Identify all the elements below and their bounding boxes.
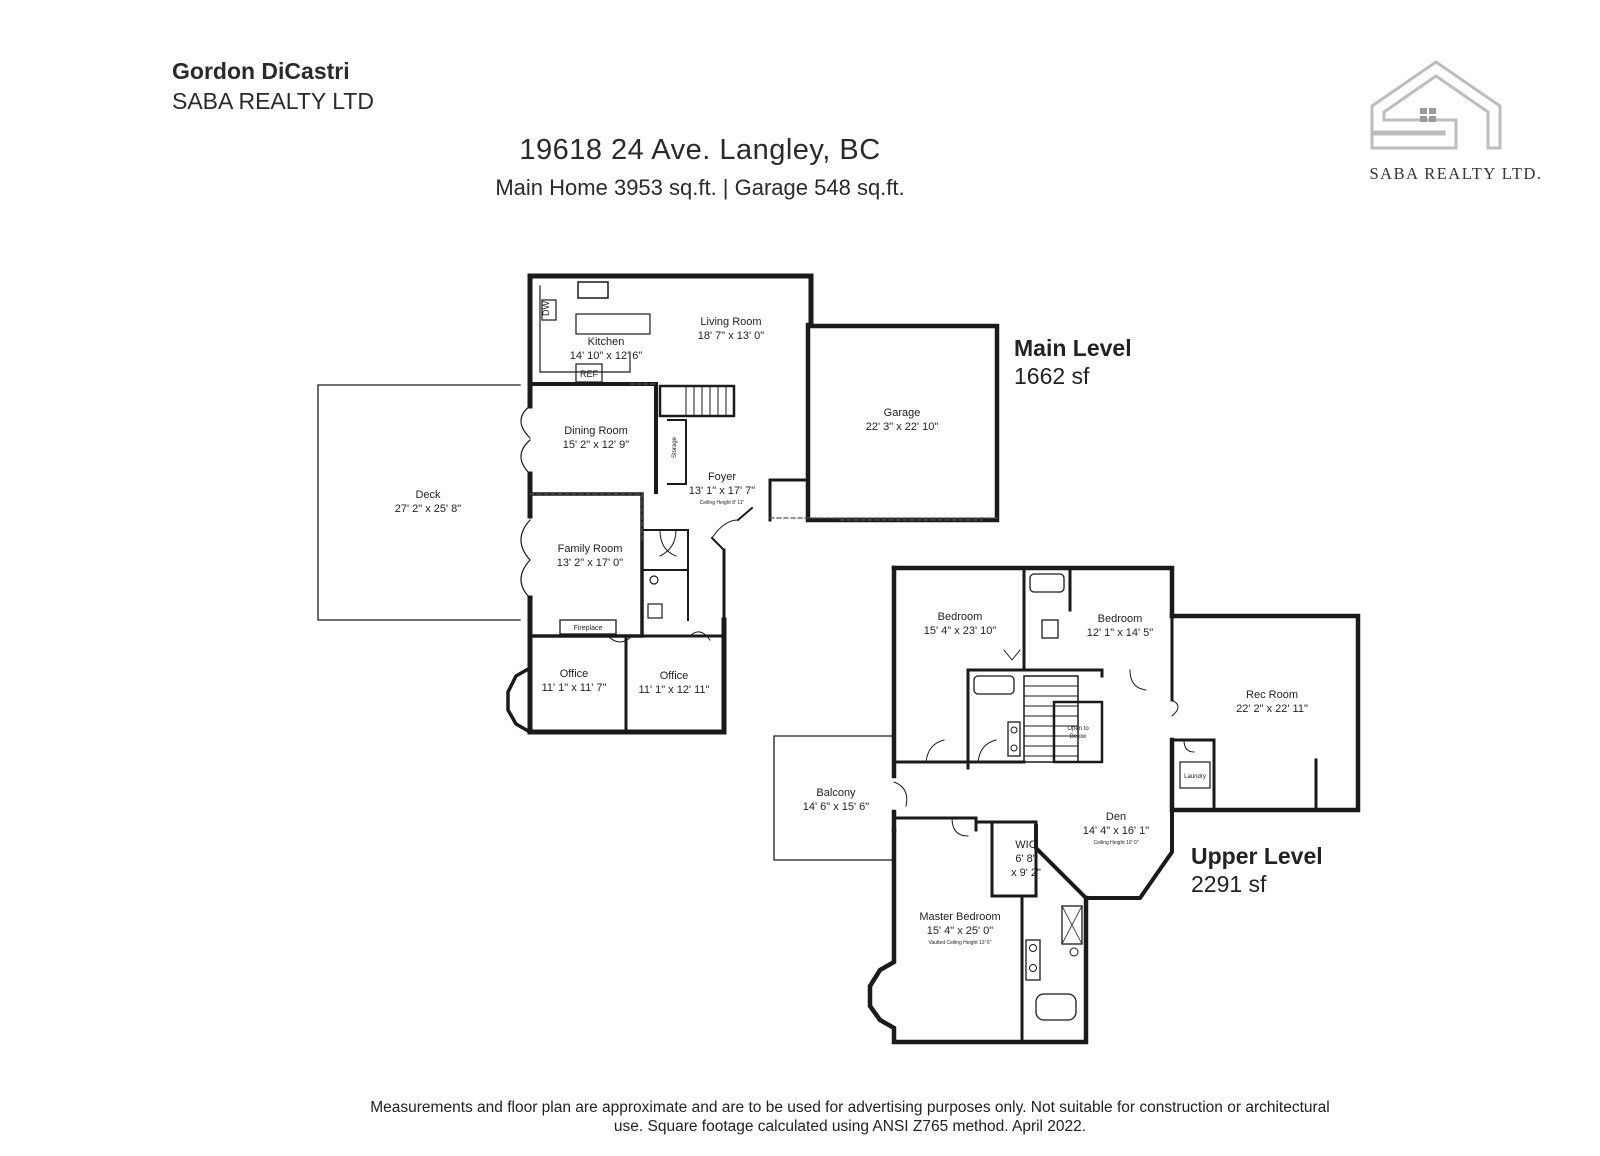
- room-wic-dims2: x 9' 2": [1011, 867, 1041, 879]
- upper-level-plan: [773, 565, 1361, 1045]
- upper-level-label: Upper Level: [1191, 843, 1323, 869]
- room-rec-name: Rec Room: [1246, 689, 1298, 701]
- room-dining-name: Dining Room: [564, 425, 628, 437]
- house-logo-icon: [1370, 60, 1502, 150]
- room-foyer-dims: 13' 1" x 17' 7": [689, 485, 756, 497]
- room-den-name: Den: [1106, 811, 1126, 823]
- room-master-name: Master Bedroom: [919, 911, 1000, 923]
- fireplace-label: Fireplace: [574, 625, 603, 632]
- main-level-label: Main Level: [1014, 335, 1132, 361]
- laundry-label: Laundry: [1184, 774, 1206, 780]
- disclaimer-line-1: Measurements and floor plan are approxim…: [370, 1099, 1330, 1116]
- open-to-below-label-2: Below: [1070, 734, 1087, 740]
- agency-name: SABA REALTY LTD: [172, 88, 374, 114]
- logo-text: SABA REALTY LTD.: [1369, 164, 1543, 183]
- dishwasher-label: DW: [541, 301, 551, 316]
- room-office1-dims: 11' 1" x 11' 7": [542, 682, 607, 694]
- room-bedroom2-name: Bedroom: [1098, 613, 1143, 625]
- room-kitchen-name: Kitchen: [588, 336, 625, 348]
- room-office2-name: Office: [660, 670, 689, 682]
- room-den-dims: 14' 4" x 16' 1": [1083, 825, 1150, 837]
- room-balcony-dims: 14' 6" x 15' 6": [803, 801, 870, 813]
- disclaimer: Measurements and floor plan are approxim…: [320, 1098, 1380, 1136]
- main-level-plan: [317, 273, 1000, 735]
- room-office1-name: Office: [560, 668, 589, 680]
- room-family-dims: 13' 2" x 17' 0": [557, 557, 624, 569]
- room-bedroom1-name: Bedroom: [938, 611, 983, 623]
- open-to-below-label: Open to: [1067, 726, 1089, 732]
- room-family-name: Family Room: [558, 543, 623, 555]
- room-garage-name: Garage: [884, 407, 921, 419]
- room-master-note: Vaulted Ceiling Height 13' 6": [929, 940, 992, 946]
- main-level-area: 1662 sf: [1014, 363, 1090, 389]
- refrigerator-label: REF: [580, 369, 599, 379]
- deck-outline: [317, 384, 521, 621]
- property-address: 19618 24 Ave. Langley, BC: [519, 134, 881, 166]
- room-bedroom2-dims: 12' 1" x 14' 5": [1087, 627, 1154, 639]
- room-wic-name: WIC: [1015, 839, 1036, 851]
- room-deck-dims: 27' 2" x 25' 8": [395, 503, 462, 515]
- room-master-dims: 15' 4" x 25' 0": [927, 925, 994, 937]
- room-rec-dims: 22' 2" x 22' 11": [1236, 703, 1308, 715]
- room-garage-dims: 22' 3" x 22' 10": [866, 421, 939, 433]
- room-foyer-note: Ceiling Height 8' 11": [700, 500, 745, 506]
- room-living-name: Living Room: [700, 316, 761, 328]
- room-deck-name: Deck: [415, 489, 441, 501]
- room-wic-dims1: 6' 8": [1015, 853, 1036, 865]
- room-living-dims: 18' 7" x 13' 0": [698, 330, 765, 342]
- room-bedroom1-dims: 15' 4" x 23' 10": [924, 625, 997, 637]
- room-dining-dims: 15' 2" x 12' 9": [563, 439, 630, 451]
- room-kitchen-dims: 14' 10" x 12' 6": [570, 350, 643, 362]
- room-den-note: Ceiling Height 10' 0": [1094, 840, 1139, 846]
- room-balcony-name: Balcony: [816, 787, 856, 799]
- disclaimer-line-2: use. Square footage calculated using ANS…: [613, 1118, 1087, 1135]
- storage-label: Storage: [672, 436, 678, 458]
- room-foyer-name: Foyer: [708, 471, 736, 483]
- agent-name: Gordon DiCastri: [172, 58, 350, 84]
- room-office2-dims: 11' 1" x 12' 11": [639, 684, 710, 696]
- square-footage-summary: Main Home 3953 sq.ft. | Garage 548 sq.ft…: [495, 175, 905, 200]
- upper-level-area: 2291 sf: [1191, 871, 1267, 897]
